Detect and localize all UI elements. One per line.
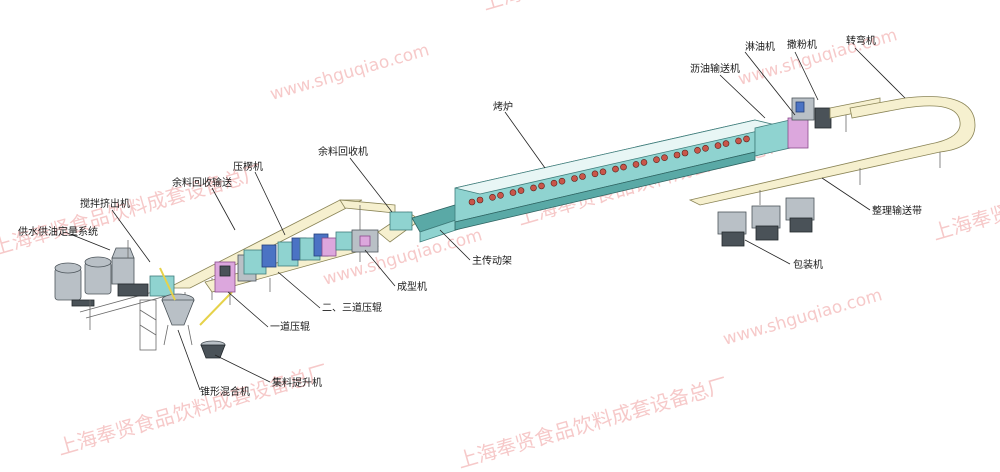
oven-burner-mark [509,189,517,196]
oven-burner-mark [558,177,566,185]
oven-burner-mark [612,165,619,173]
label-mixer-extruder: 搅拌挤出机 [80,197,130,210]
label-oven: 烤炉 [493,100,513,113]
oven-burner-mark [735,137,742,145]
mixer-extruder-drawing [111,240,175,297]
oven-burner-mark [702,145,709,152]
label-sorting-conveyor: 整理输送带 [872,204,922,217]
oven-burner-mark [538,182,545,190]
oven-burner-mark [722,140,730,147]
oven-burner-mark [497,192,504,199]
oven-burner-mark [571,175,578,182]
oven-burner-mark [714,142,722,149]
water-oil-tanks-drawing [54,256,167,330]
collector-lifter-drawing [159,267,233,359]
watermark-company-5: 上海奉贤食品饮料成套设备总厂 [455,373,731,472]
label-powder-sprinkler: 撒粉机 [787,38,817,51]
watermark-url-1: www.shguqiao.com [268,40,432,105]
forming-machine-drawing [351,211,421,262]
label-calender: 压楞机 [233,160,263,173]
oven-burner-mark [468,198,476,206]
watermark-company-3: 上海奉贤食品饮料成套设备总厂 [480,0,756,15]
oven-burner-mark [599,168,607,176]
label-cone-mixer: 锥形混合机 [200,385,250,398]
cone-mixer-drawing [139,293,195,351]
label-collector-lifter: 集料提升机 [272,376,322,389]
watermark-company-1: 上海奉贤食品饮料成套设备总厂 [0,160,266,260]
oven-burner-mark [632,161,640,168]
label-scrap-recycler: 余料回收机 [318,145,368,158]
label-first-roller: 一道压辊 [270,320,310,333]
oven-burner-windows [468,135,750,206]
oven-burner-mark [489,194,496,201]
label-oil-spray-conveyor: 沥油输送机 [690,62,740,75]
oven-burner-mark [653,156,660,163]
label-oil-sprayer: 淋油机 [745,40,775,53]
label-forming-machine: 成型机 [397,280,427,293]
packaging-machines-drawing [717,197,815,247]
oven-burner-mark [640,159,648,166]
leader-lines [64,47,906,391]
oven-burner-mark [673,151,681,159]
oven-burner-mark [681,149,689,157]
labels-layer: 供水供油定量系统 搅拌挤出机 余料回收输送 压楞机 余料回收机 烤炉 沥油输送机… [18,34,922,398]
oven-burner-mark [517,187,525,194]
oven-burner-mark [579,173,586,180]
watermark-url-4: www.shguqiao.com [721,285,885,350]
oven-burner-mark [661,154,668,161]
label-water-oil-system: 供水供油定量系统 [18,225,98,238]
label-second-third-rollers: 二、三道压辊 [322,301,382,314]
oven-burner-mark [620,163,627,171]
label-main-drive-frame: 主传动架 [472,255,512,267]
oven-burner-mark [530,184,537,192]
oven-burner-mark [476,196,484,204]
watermark-url-2: www.shguqiao.com [736,25,900,90]
label-turning-machine: 转弯机 [846,34,876,47]
oven-drawing [454,119,781,231]
oven-burner-mark [591,170,599,178]
oven-burner-mark [694,147,701,154]
calender-rollers-drawing [204,231,379,305]
label-scrap-return-conveyor: 余料回收输送 [172,176,232,189]
turning-belt-drawing [688,96,976,206]
oven-burner-mark [550,179,558,187]
label-packaging-machine: 包装机 [793,258,823,271]
oven-burner-mark [743,135,750,143]
watermark-company-4: 上海奉贤食品饮料成套设备总厂 [55,360,331,460]
